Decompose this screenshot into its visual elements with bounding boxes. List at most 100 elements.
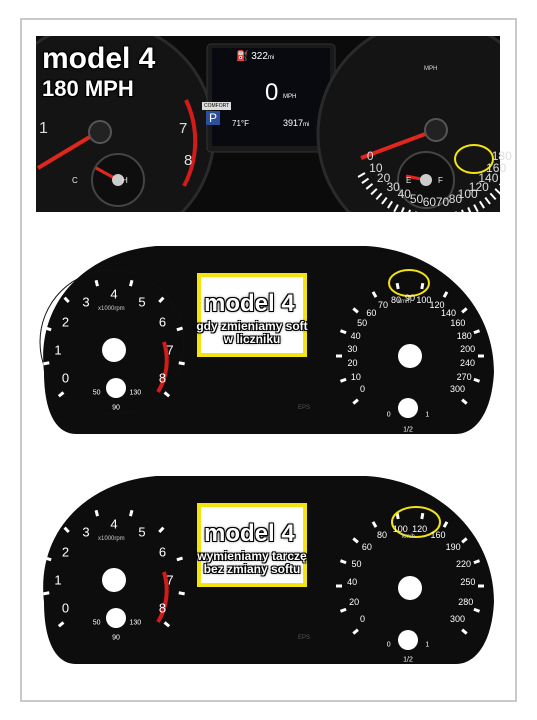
tick-mark xyxy=(352,537,359,544)
tick-mark xyxy=(489,192,497,201)
temp-label: 130 xyxy=(129,389,142,397)
tick-mark xyxy=(129,279,134,287)
speed-label: 0 xyxy=(359,384,365,395)
tick-mark xyxy=(494,188,500,195)
speedo-label: 160 xyxy=(486,160,507,175)
speed-label: 100 xyxy=(416,294,432,305)
tach-label: 4 xyxy=(110,516,118,532)
tick-mark xyxy=(473,607,481,613)
tick-mark xyxy=(361,177,370,184)
tach-label: 5 xyxy=(138,294,146,309)
tick-mark xyxy=(420,512,425,520)
tick-mark xyxy=(442,521,449,528)
speedo-label: 140 xyxy=(478,171,499,186)
speed-label: 50 xyxy=(351,558,362,569)
speed-label: 40 xyxy=(347,577,358,588)
eps-indicator: EPS xyxy=(298,635,311,641)
tick-mark xyxy=(467,207,472,212)
redline-arc xyxy=(156,341,169,394)
tick-mark xyxy=(352,307,359,314)
tick-mark xyxy=(352,398,359,405)
tick-mark xyxy=(63,296,70,304)
tach-hub xyxy=(102,338,126,362)
drive-mode-tag: COMFORT xyxy=(202,102,232,110)
tick-mark xyxy=(473,329,481,335)
tick-mark xyxy=(371,521,378,528)
tick-mark xyxy=(339,329,347,335)
tick-mark xyxy=(375,192,383,201)
speedo-label: 30 xyxy=(386,180,400,195)
tick-mark xyxy=(178,591,185,596)
tick-mark xyxy=(461,209,464,212)
speed-label: 90 xyxy=(404,293,416,303)
tick-mark xyxy=(473,204,479,212)
temp-label: 130 xyxy=(129,619,142,627)
speed-label: 270 xyxy=(456,371,472,382)
tach-label: 7 xyxy=(166,572,174,588)
tach-label: 8 xyxy=(184,152,193,169)
tick-mark xyxy=(442,291,449,298)
tick-mark xyxy=(57,391,65,398)
tach-label: 1 xyxy=(54,342,62,358)
tach-label: 5 xyxy=(138,524,146,539)
speedo-hub xyxy=(398,576,422,600)
speed-label: 190 xyxy=(445,542,461,553)
speed-label: 60 xyxy=(366,307,377,318)
speedo-label: 40 xyxy=(397,187,411,202)
tick-mark xyxy=(94,509,99,517)
fuel-label-f: F xyxy=(438,176,443,185)
tach-label: 7 xyxy=(166,342,174,358)
tach-hub xyxy=(102,568,126,592)
temp-label: 50 xyxy=(92,619,101,627)
speed-label: 40 xyxy=(350,330,361,341)
speed-label: 160 xyxy=(450,318,466,329)
tick-mark xyxy=(63,526,70,534)
speed-label: 20 xyxy=(349,596,360,607)
tick-mark xyxy=(400,207,405,212)
tick-mark xyxy=(461,537,468,544)
tick-mark xyxy=(461,307,468,314)
tick-mark xyxy=(387,200,394,209)
tach-label: 2 xyxy=(61,314,70,330)
speedo-hub xyxy=(398,344,422,368)
speedo-label: 180 xyxy=(491,148,512,163)
temp-label-c: C xyxy=(72,176,78,185)
tach-label: 6 xyxy=(158,314,167,330)
fuel-label: 1 xyxy=(425,641,430,649)
speedo-label: 120 xyxy=(468,180,489,195)
tach-label: 1 xyxy=(54,572,62,588)
speed-unit: km/h xyxy=(398,299,412,305)
tick-mark xyxy=(94,279,99,287)
tick-mark xyxy=(176,326,184,332)
tick-mark xyxy=(408,209,411,212)
badge-model-title: model 4 xyxy=(42,42,156,75)
redline-arc xyxy=(156,571,169,624)
tick-mark xyxy=(473,559,481,565)
speedo-label: 80 xyxy=(448,192,463,207)
display-cutout xyxy=(197,503,307,587)
odometer: 3917mi xyxy=(283,118,310,128)
tick-mark xyxy=(370,188,378,196)
speed-label: 80 xyxy=(377,530,388,541)
temp-label: 50 xyxy=(92,389,101,397)
dial-face-1-graphic xyxy=(39,246,494,434)
dial-face-2: model 4 wymieniamy tarczę bez zmiany sof… xyxy=(36,452,500,664)
tick-mark xyxy=(461,628,468,635)
tick-mark xyxy=(381,196,388,205)
tach-unit: x1000rpm xyxy=(98,536,125,542)
speedo-label: 20 xyxy=(376,171,391,186)
tick-mark xyxy=(44,556,52,562)
tach-label: 0 xyxy=(61,600,70,616)
tach-label: 6 xyxy=(158,544,167,560)
speedo-needle xyxy=(360,128,437,160)
tick-mark xyxy=(478,200,485,209)
fuel-label: 1/2 xyxy=(403,426,413,434)
highlight-ellipse xyxy=(454,144,494,174)
temp-label-h: H xyxy=(122,176,128,185)
speed-label: 300 xyxy=(449,384,466,395)
tick-mark xyxy=(365,183,374,190)
speed-label: 240 xyxy=(460,358,476,369)
tach-label: 7 xyxy=(179,120,188,137)
